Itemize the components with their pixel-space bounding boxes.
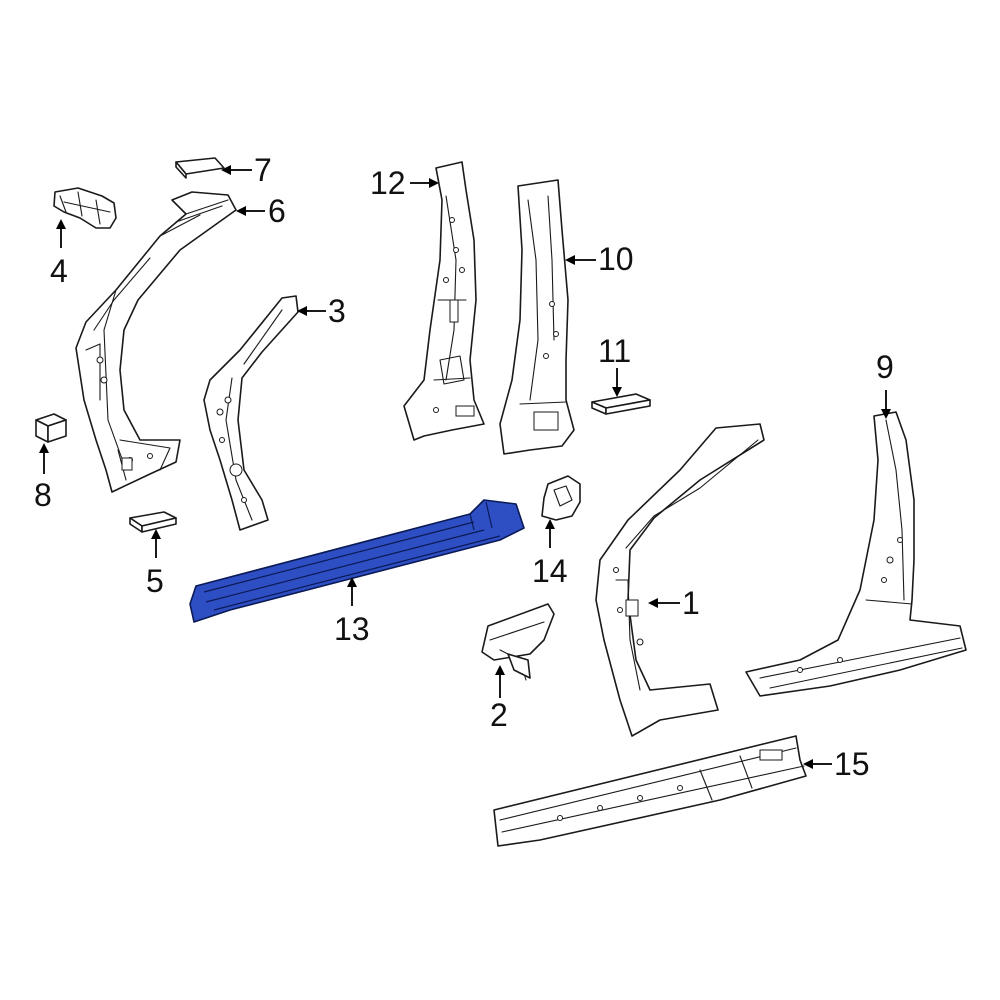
callout-1: 1 [682, 585, 700, 621]
callout-8: 8 [34, 477, 52, 513]
callout-4: 4 [50, 253, 68, 289]
callout-11: 11 [598, 333, 631, 369]
part-2-reinforcement [481, 603, 555, 681]
part-9-rear-pillar [745, 411, 967, 697]
part-14-bracket [541, 475, 581, 521]
callout-7: 7 [254, 152, 272, 188]
part-10-center-pillar-outer [499, 179, 575, 455]
part-15-rocker-reinforcement [493, 735, 807, 847]
leader-lines [39, 165, 891, 769]
part-12-center-pillar-inner [403, 161, 485, 441]
part-8-block [35, 413, 67, 443]
part-6-front-pillar [75, 191, 237, 493]
callout-5: 5 [146, 563, 164, 599]
callout-14: 14 [532, 553, 568, 589]
part-1-front-body-pillar [595, 423, 765, 737]
callout-3: 3 [328, 293, 346, 329]
part-3-inner-pillar [203, 295, 299, 531]
callout-6: 6 [268, 193, 286, 229]
callout-9: 9 [876, 349, 894, 385]
callout-labels: 1 2 3 4 5 6 7 8 9 10 11 12 13 14 15 [34, 152, 894, 782]
callout-10: 10 [598, 241, 634, 277]
callout-2: 2 [490, 697, 508, 733]
callout-13: 13 [334, 611, 370, 647]
part-7-pad [175, 157, 225, 179]
part-13-rocker-panel [189, 499, 525, 623]
part-5-pad [129, 511, 177, 533]
callout-12: 12 [370, 165, 406, 201]
part-11-pad [591, 393, 651, 415]
part-4-bracket [53, 187, 117, 229]
callout-15: 15 [834, 746, 870, 782]
